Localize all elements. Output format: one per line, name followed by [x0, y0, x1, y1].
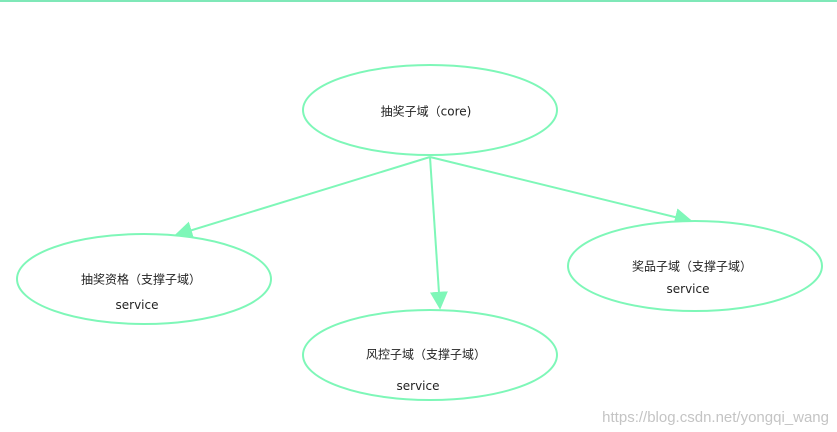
qualification-title: 抽奖资格（支撑子域）: [80, 272, 202, 287]
node-core[interactable]: [302, 64, 558, 156]
top-divider: [0, 0, 837, 2]
prize-title: 奖品子域（支撑子域）: [631, 259, 753, 274]
node-qualification[interactable]: [16, 233, 272, 325]
risk-title: 风控子域（支撑子域）: [365, 347, 487, 362]
risk-subtitle: service: [396, 379, 440, 393]
edge-core-prize: [429, 156, 693, 226]
node-risk[interactable]: [302, 309, 558, 401]
watermark: https://blog.csdn.net/yongqi_wang: [602, 409, 829, 426]
prize-subtitle: service: [666, 282, 710, 296]
core-title: 抽奖子域（core): [380, 104, 472, 119]
qualification-subtitle: service: [115, 298, 159, 312]
node-prize[interactable]: [567, 220, 823, 312]
edge-core-qualification: [174, 156, 431, 239]
edge-core-risk: [429, 156, 448, 310]
